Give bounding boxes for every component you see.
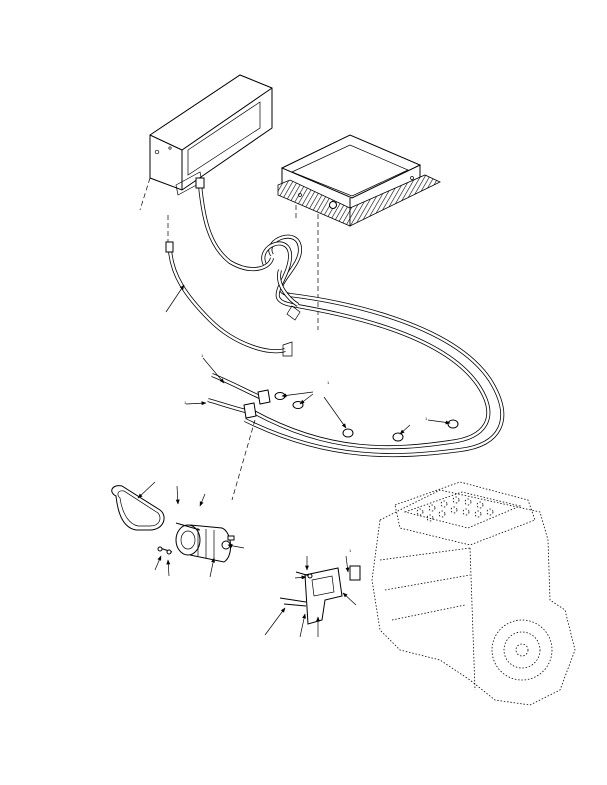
condenser-unit xyxy=(277,134,441,330)
compressor-mount-bracket xyxy=(279,565,361,625)
evaporator-housing xyxy=(139,74,273,211)
ref-mark: 1 xyxy=(349,548,352,553)
callout-arrows xyxy=(137,284,451,638)
compressor-hose-ends xyxy=(207,373,271,501)
evaporator-hose xyxy=(165,177,301,357)
ref-mark: 1 xyxy=(201,353,204,358)
reference-marks: 1 1 1 1 1 xyxy=(184,353,428,553)
ref-mark: 1 xyxy=(184,400,187,405)
ac-compressor xyxy=(157,522,235,563)
refrigerant-hose-loop xyxy=(244,234,505,458)
engine-block xyxy=(371,481,576,706)
ref-mark: 1 xyxy=(327,380,330,385)
ref-mark: 1 xyxy=(425,416,428,421)
drive-belt xyxy=(111,485,165,531)
